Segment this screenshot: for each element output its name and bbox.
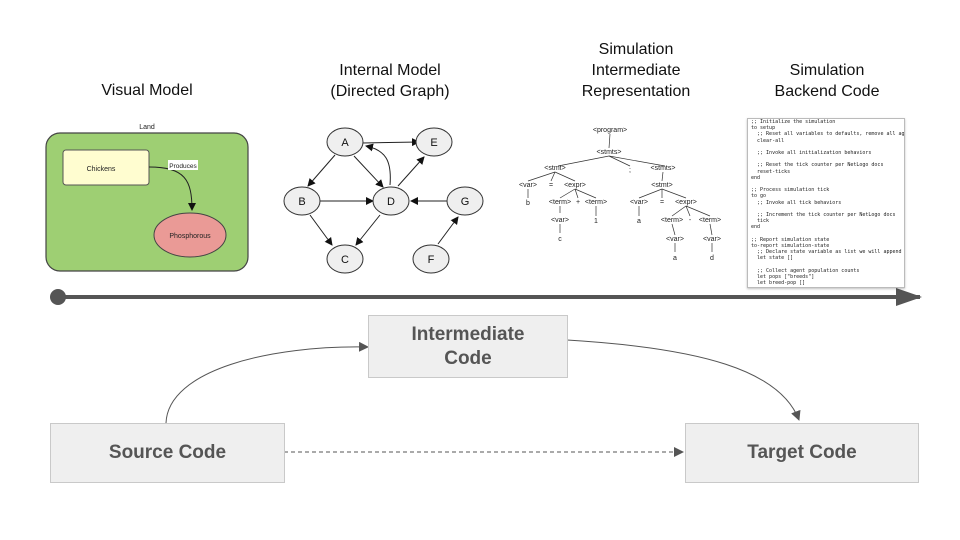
graph-node-d: D xyxy=(372,186,410,216)
source-code-box: Source Code xyxy=(50,423,285,483)
phosphorous-node xyxy=(153,212,227,258)
parse-tree-edges xyxy=(527,133,713,252)
code-line: ;; Report simulation state xyxy=(751,236,830,243)
parse-tree-labels: <program> <stmts> <stmt> ; <stmts> <var>… xyxy=(519,127,721,262)
code-line: ;; Process simulation tick xyxy=(751,187,830,194)
svg-text:C: C xyxy=(341,254,349,266)
code-line: ;; Reset all variables to defaults, remo… xyxy=(757,131,905,138)
graph-edge xyxy=(437,216,459,245)
code-line: ;; Increment the tick counter per NetLog… xyxy=(751,212,896,219)
parse-tree-node: + xyxy=(576,199,580,206)
parse-tree-node: d xyxy=(710,255,714,262)
svg-text:A: A xyxy=(341,137,349,149)
graph-edge xyxy=(307,154,336,187)
target-code-box: Target Code xyxy=(685,423,919,483)
graph-edge xyxy=(353,155,384,188)
graph-node-a: A xyxy=(326,127,364,157)
source-to-intermediate-arrow xyxy=(165,341,369,424)
code-line: to setup xyxy=(751,125,776,132)
graph-nodes: A E B D G C F xyxy=(283,127,484,274)
parse-tree-node: a xyxy=(637,218,641,225)
code-line: to-report simulation-state xyxy=(751,243,830,250)
code-line: reset-ticks xyxy=(751,168,791,175)
code-line: clear-all xyxy=(751,137,785,144)
code-line: let breed-pop [] xyxy=(751,280,806,287)
svg-text:B: B xyxy=(298,196,305,208)
parse-tree-node: <term> xyxy=(549,199,571,206)
heading-simulation-backend: Simulation Backend Code xyxy=(774,62,880,100)
graph-edge xyxy=(361,138,420,147)
graph-edge xyxy=(397,156,425,187)
parse-tree-node: <var> xyxy=(519,182,537,189)
code-line: tick xyxy=(751,218,770,225)
code-line: end xyxy=(751,224,761,231)
code-line: let pops ["breeds"] xyxy=(751,274,815,281)
parse-tree-node: <expr> xyxy=(564,182,586,189)
intermediate-to-target-arrow xyxy=(566,339,801,421)
parse-tree-node: - xyxy=(689,217,692,224)
heading-simulation-ir: Simulation Intermediate Representation xyxy=(581,41,691,100)
svg-text:E: E xyxy=(430,137,437,149)
svg-text:D: D xyxy=(387,196,395,208)
directed-graph xyxy=(307,138,459,246)
heading-internal-model: Internal Model (Directed Graph) xyxy=(330,62,450,100)
produces-edge xyxy=(148,166,196,211)
land-label: Land xyxy=(139,124,155,131)
code-line: ;; Declare state variable as list we wil… xyxy=(751,249,905,256)
graph-edge xyxy=(355,214,381,246)
parse-tree-node: <var> xyxy=(703,236,721,243)
phosphorous-label: Phosphorous xyxy=(169,233,211,240)
intermediate-code-box: Intermediate Code xyxy=(368,315,568,378)
chickens-label: Chickens xyxy=(87,166,116,173)
parse-tree-node: a xyxy=(673,255,677,262)
svg-text:G: G xyxy=(461,196,470,208)
parse-tree-node: <term> xyxy=(661,217,683,224)
code-line: ;; Invoke all initialization behaviors xyxy=(751,150,872,157)
parse-tree-node: = xyxy=(660,199,664,206)
parse-tree-node: <var> xyxy=(666,236,684,243)
graph-node-e: E xyxy=(415,127,453,157)
parse-tree-node: <stmts> xyxy=(651,165,676,172)
parse-tree-node: <program> xyxy=(593,127,627,134)
timeline xyxy=(50,288,922,306)
timeline-start-dot xyxy=(50,289,66,305)
graph-node-g: G xyxy=(446,186,484,216)
parse-tree-node: <stmt> xyxy=(544,165,565,172)
code-line: ;; Reset the tick counter per NetLogo do… xyxy=(751,162,884,169)
graph-node-b: B xyxy=(283,186,321,216)
code-line: to go xyxy=(751,193,767,200)
parse-tree-node: <expr> xyxy=(675,199,697,206)
code-line: ;; Invoke all tick behaviors xyxy=(751,199,842,206)
parse-tree-node: = xyxy=(549,182,553,189)
parse-tree-node: c xyxy=(558,236,562,243)
visual-model: Land Chickens Phosphorous Produces xyxy=(45,124,249,272)
parse-tree-node: <stmts> xyxy=(597,149,622,156)
heading-visual-model: Visual Model xyxy=(101,82,193,99)
graph-node-c: C xyxy=(326,244,364,274)
code-line: ;; Initialize the simulation xyxy=(751,119,836,125)
code-line: ;; Collect agent population counts xyxy=(751,267,860,274)
produces-label: Produces xyxy=(169,163,197,170)
parse-tree-node: b xyxy=(526,200,530,207)
pipeline-arrows xyxy=(165,339,801,457)
parse-tree-node: <term> xyxy=(585,199,607,206)
graph-edge xyxy=(365,143,391,186)
svg-text:F: F xyxy=(428,254,435,266)
code-line: let state [] xyxy=(751,255,794,262)
code-line: end xyxy=(751,174,761,181)
parse-tree-node: ; xyxy=(629,167,631,174)
parse-tree-node: <term> xyxy=(699,217,721,224)
parse-tree-node: <var> xyxy=(551,217,569,224)
parse-tree-node: <stmt> xyxy=(651,182,672,189)
parse-tree-node: 1 xyxy=(594,218,598,225)
graph-edge xyxy=(309,214,333,246)
parse-tree-node: <var> xyxy=(630,199,648,206)
graph-node-f: F xyxy=(412,244,450,274)
